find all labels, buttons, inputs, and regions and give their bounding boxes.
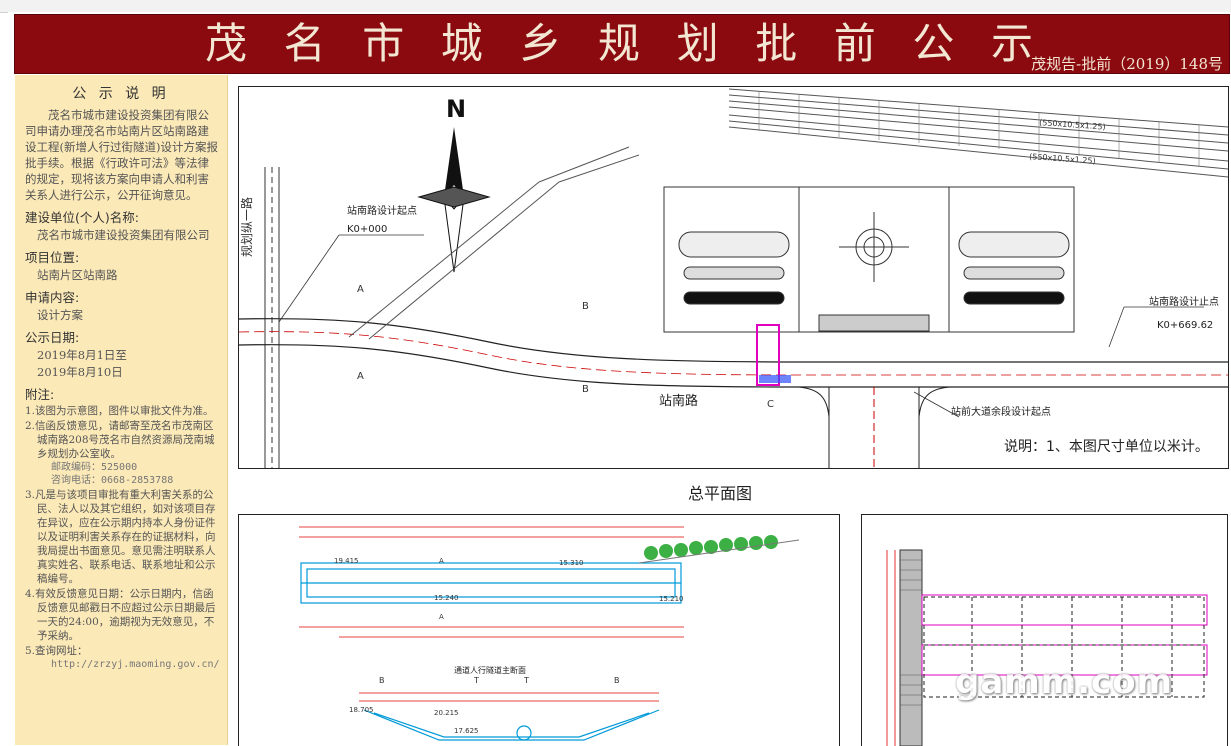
- site-plan-svg: (550x10.5x1.25) (550x10.5x1.25) N 规划纵一路: [239, 88, 1228, 468]
- section-mark-b1: B: [379, 676, 385, 685]
- applicant-label: 建设单位(个人)名称:: [25, 210, 139, 225]
- tunnel-layout-drawing: [861, 514, 1228, 746]
- railway-lines: [728, 88, 1228, 178]
- end-km: K0+669.62: [1157, 320, 1213, 331]
- section-mark-b2: B: [614, 676, 620, 685]
- note-3: 3.凡是与该项目审批有重大利害关系的公民、法人以及其它组织，如对该项目存在异议，…: [25, 489, 216, 585]
- elev-2: 15.240: [434, 594, 459, 602]
- tree-row: [644, 535, 778, 560]
- section-mark-t2: T: [523, 676, 529, 685]
- north-label: N: [446, 95, 466, 123]
- content-label: 申请内容:: [25, 290, 80, 305]
- section-mark-i: A: [439, 557, 444, 565]
- plan-note: 说明：1、本图尺寸单位以米计。: [1004, 439, 1209, 455]
- tunnel-outline: [300, 562, 682, 604]
- start-km: K0+000: [347, 224, 387, 235]
- location-label: 项目位置:: [25, 250, 80, 265]
- section-mark-a-bottom: A: [357, 371, 364, 382]
- elev-4: 15.210: [659, 595, 684, 603]
- section-svg: 19.415 15.240 15.310 15.210 A A 通道人行隧道主断…: [299, 526, 800, 741]
- leader-lines: [278, 234, 1204, 418]
- section-mark-t1: T: [473, 676, 479, 685]
- road-name-label: 站南路: [659, 393, 698, 409]
- elev-3: 15.310: [559, 559, 584, 567]
- section-mark-c: C: [767, 399, 774, 410]
- station-plaza: [663, 186, 1075, 333]
- pedestrian-tunnel: [756, 324, 780, 386]
- site-plan-drawing: (550x10.5x1.25) (550x10.5x1.25) N 规划纵一路: [238, 86, 1229, 469]
- title-banner: 茂名市城乡规划批前公示 茂规告-批前（2019）148号: [14, 14, 1230, 74]
- stair-block: [899, 549, 923, 746]
- plan-caption: 总平面图: [687, 484, 752, 503]
- start-point-label: 站南路设计起点: [347, 204, 417, 217]
- notice-panel: 公 示 说 明 茂名市城市建设投资集团有限公司申请办理茂名市站南片区站南路建设工…: [15, 75, 228, 745]
- location-value: 站南片区站南路: [37, 268, 118, 282]
- document-number: 茂规告-批前（2019）148号: [1031, 55, 1223, 73]
- lower-dimensions: [359, 692, 659, 702]
- planned-road-west: [264, 167, 280, 468]
- elev-7: 17.625: [454, 727, 479, 735]
- section-mark-a-top: A: [357, 284, 364, 295]
- stair-lines: [900, 559, 922, 706]
- zhannan-road: [239, 318, 1228, 388]
- note-5: 5.查询网址：: [25, 645, 88, 657]
- query-url[interactable]: http://zrzyj.maoming.gov.cn/: [51, 659, 220, 670]
- site-watermark: gamm.com: [955, 662, 1173, 702]
- tunnel-section-drawing: 19.415 15.240 15.310 15.210 A A 通道人行隧道主断…: [238, 514, 840, 746]
- banner-title: 茂名市城乡规划批前公示: [205, 19, 1035, 68]
- elev-5: 18.705: [349, 706, 374, 714]
- elev-1: 19.415: [334, 557, 359, 565]
- layout-svg: [886, 549, 1208, 746]
- tunnel-entrance: [759, 375, 791, 383]
- dimension-lines: [299, 526, 684, 638]
- station-avenue: [798, 386, 950, 468]
- date-to: 2019年8月10日: [37, 365, 123, 379]
- note-1: 1.该图为示意图，图件以审批文件为准。: [25, 405, 214, 417]
- section-mark-i-bottom: A: [439, 613, 444, 621]
- diagonal-road: [348, 146, 640, 340]
- section-mark-b-bottom: B: [582, 384, 589, 395]
- content-value: 设计方案: [37, 308, 83, 322]
- zip-code: 邮政编码：525000: [51, 462, 138, 473]
- notice-heading: 公 示 说 明: [72, 86, 170, 102]
- elev-6: 20.215: [434, 709, 459, 717]
- note-4: 4.有效反馈意见日期：公示日期内，信函反馈意见邮戳日不应超过公示日期最后一天的2…: [25, 588, 216, 642]
- layout-dimensions: [886, 550, 896, 746]
- end-point-label: 站南路设计止点: [1149, 295, 1219, 308]
- notice-intro: 茂名市城市建设投资集团有限公司申请办理茂名市站南片区站南路建设工程(新增人行过街…: [25, 108, 218, 202]
- applicant-value: 茂名市城市建设投资集团有限公司: [37, 228, 210, 242]
- date-label: 公示日期:: [25, 330, 80, 345]
- lower-section-outline: [363, 709, 660, 741]
- note-2: 2.信函反馈意见，请邮寄至茂名市茂南区城南路208号茂名市自然资源局茂南城乡规划…: [25, 420, 215, 460]
- section-mark-b-top: B: [582, 301, 589, 312]
- notes-label: 附注:: [25, 387, 55, 402]
- slope-line: [638, 539, 800, 564]
- rail-spec-2: (550x10.5x1.25): [1029, 152, 1096, 166]
- railway-ties: [758, 91, 1200, 166]
- date-from: 2019年8月1日至: [37, 348, 127, 362]
- column-grid: [923, 596, 1205, 698]
- phone: 咨询电话：0668-2853788: [51, 475, 174, 486]
- road-west-label: 规划纵一路: [239, 197, 254, 257]
- section-title: 通道人行隧道主断面: [454, 665, 526, 675]
- junction-label: 站前大道余段设计起点: [951, 405, 1051, 418]
- north-arrow: N: [417, 95, 491, 273]
